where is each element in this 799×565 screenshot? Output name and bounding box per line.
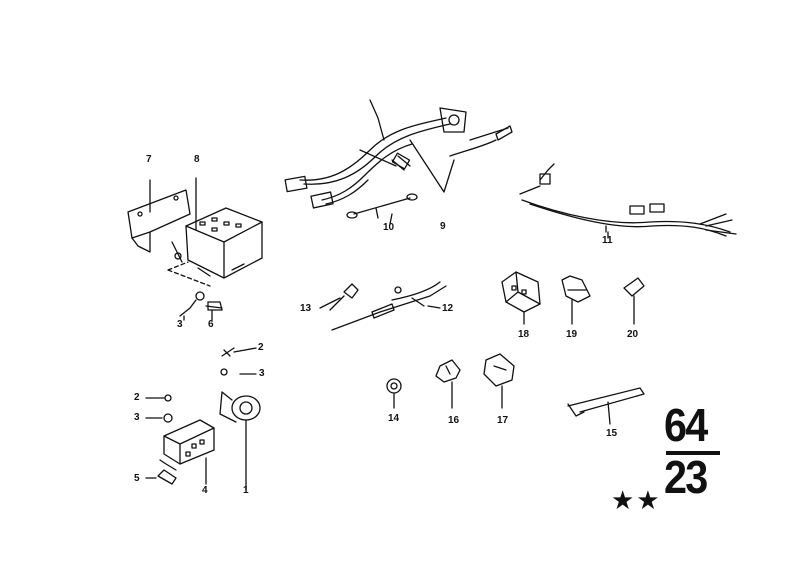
callout-7: 7 <box>146 154 152 165</box>
buzzer-part <box>219 368 261 491</box>
callout-8: 8 <box>194 154 200 165</box>
flasher-unit-part <box>145 419 215 485</box>
group-sub-number: 23 <box>664 451 708 503</box>
group-main-number: 64 <box>664 399 708 451</box>
callout-12: 12 <box>442 303 454 314</box>
wiring-harness-part <box>284 99 513 209</box>
relay-part <box>501 271 541 325</box>
screw-washer-part <box>179 291 223 319</box>
callout-10: 10 <box>383 222 395 233</box>
ground-cable-part <box>346 193 418 219</box>
callout-2: 2 <box>134 392 140 403</box>
callout-5: 5 <box>134 473 140 484</box>
callout-14: 14 <box>388 413 400 424</box>
callout-18: 18 <box>518 329 530 340</box>
nut-part <box>386 378 402 409</box>
clip-part <box>561 275 591 325</box>
group-divider <box>666 451 720 455</box>
connector-wire-part <box>331 281 447 331</box>
callout-1: 1 <box>243 485 249 496</box>
fasteners-part <box>145 347 257 423</box>
callout-13: 13 <box>300 303 312 314</box>
callout-9: 9 <box>440 221 446 232</box>
callout-11: 11 <box>602 235 613 246</box>
callout-20: 20 <box>627 329 639 340</box>
callout-3: 3 <box>259 368 265 379</box>
callout-3: 3 <box>177 319 183 330</box>
rating-stars: ★★ <box>611 486 662 516</box>
callout-3: 3 <box>134 412 140 423</box>
callout-19: 19 <box>566 329 578 340</box>
callout-17: 17 <box>497 415 509 426</box>
bracket-part <box>127 179 191 263</box>
callout-2: 2 <box>258 342 264 353</box>
callout-6: 6 <box>208 319 214 330</box>
cable-tie-part <box>567 387 645 425</box>
mounting-clip-part <box>483 353 515 409</box>
callout-4: 4 <box>202 485 208 496</box>
bracket-clip-part <box>435 359 461 409</box>
long-harness-part <box>519 163 737 237</box>
callout-15: 15 <box>606 428 618 439</box>
callout-16: 16 <box>448 415 460 426</box>
relay-box-part <box>185 177 263 279</box>
grommet-part <box>319 283 359 309</box>
bulb-holder-part <box>623 277 645 325</box>
